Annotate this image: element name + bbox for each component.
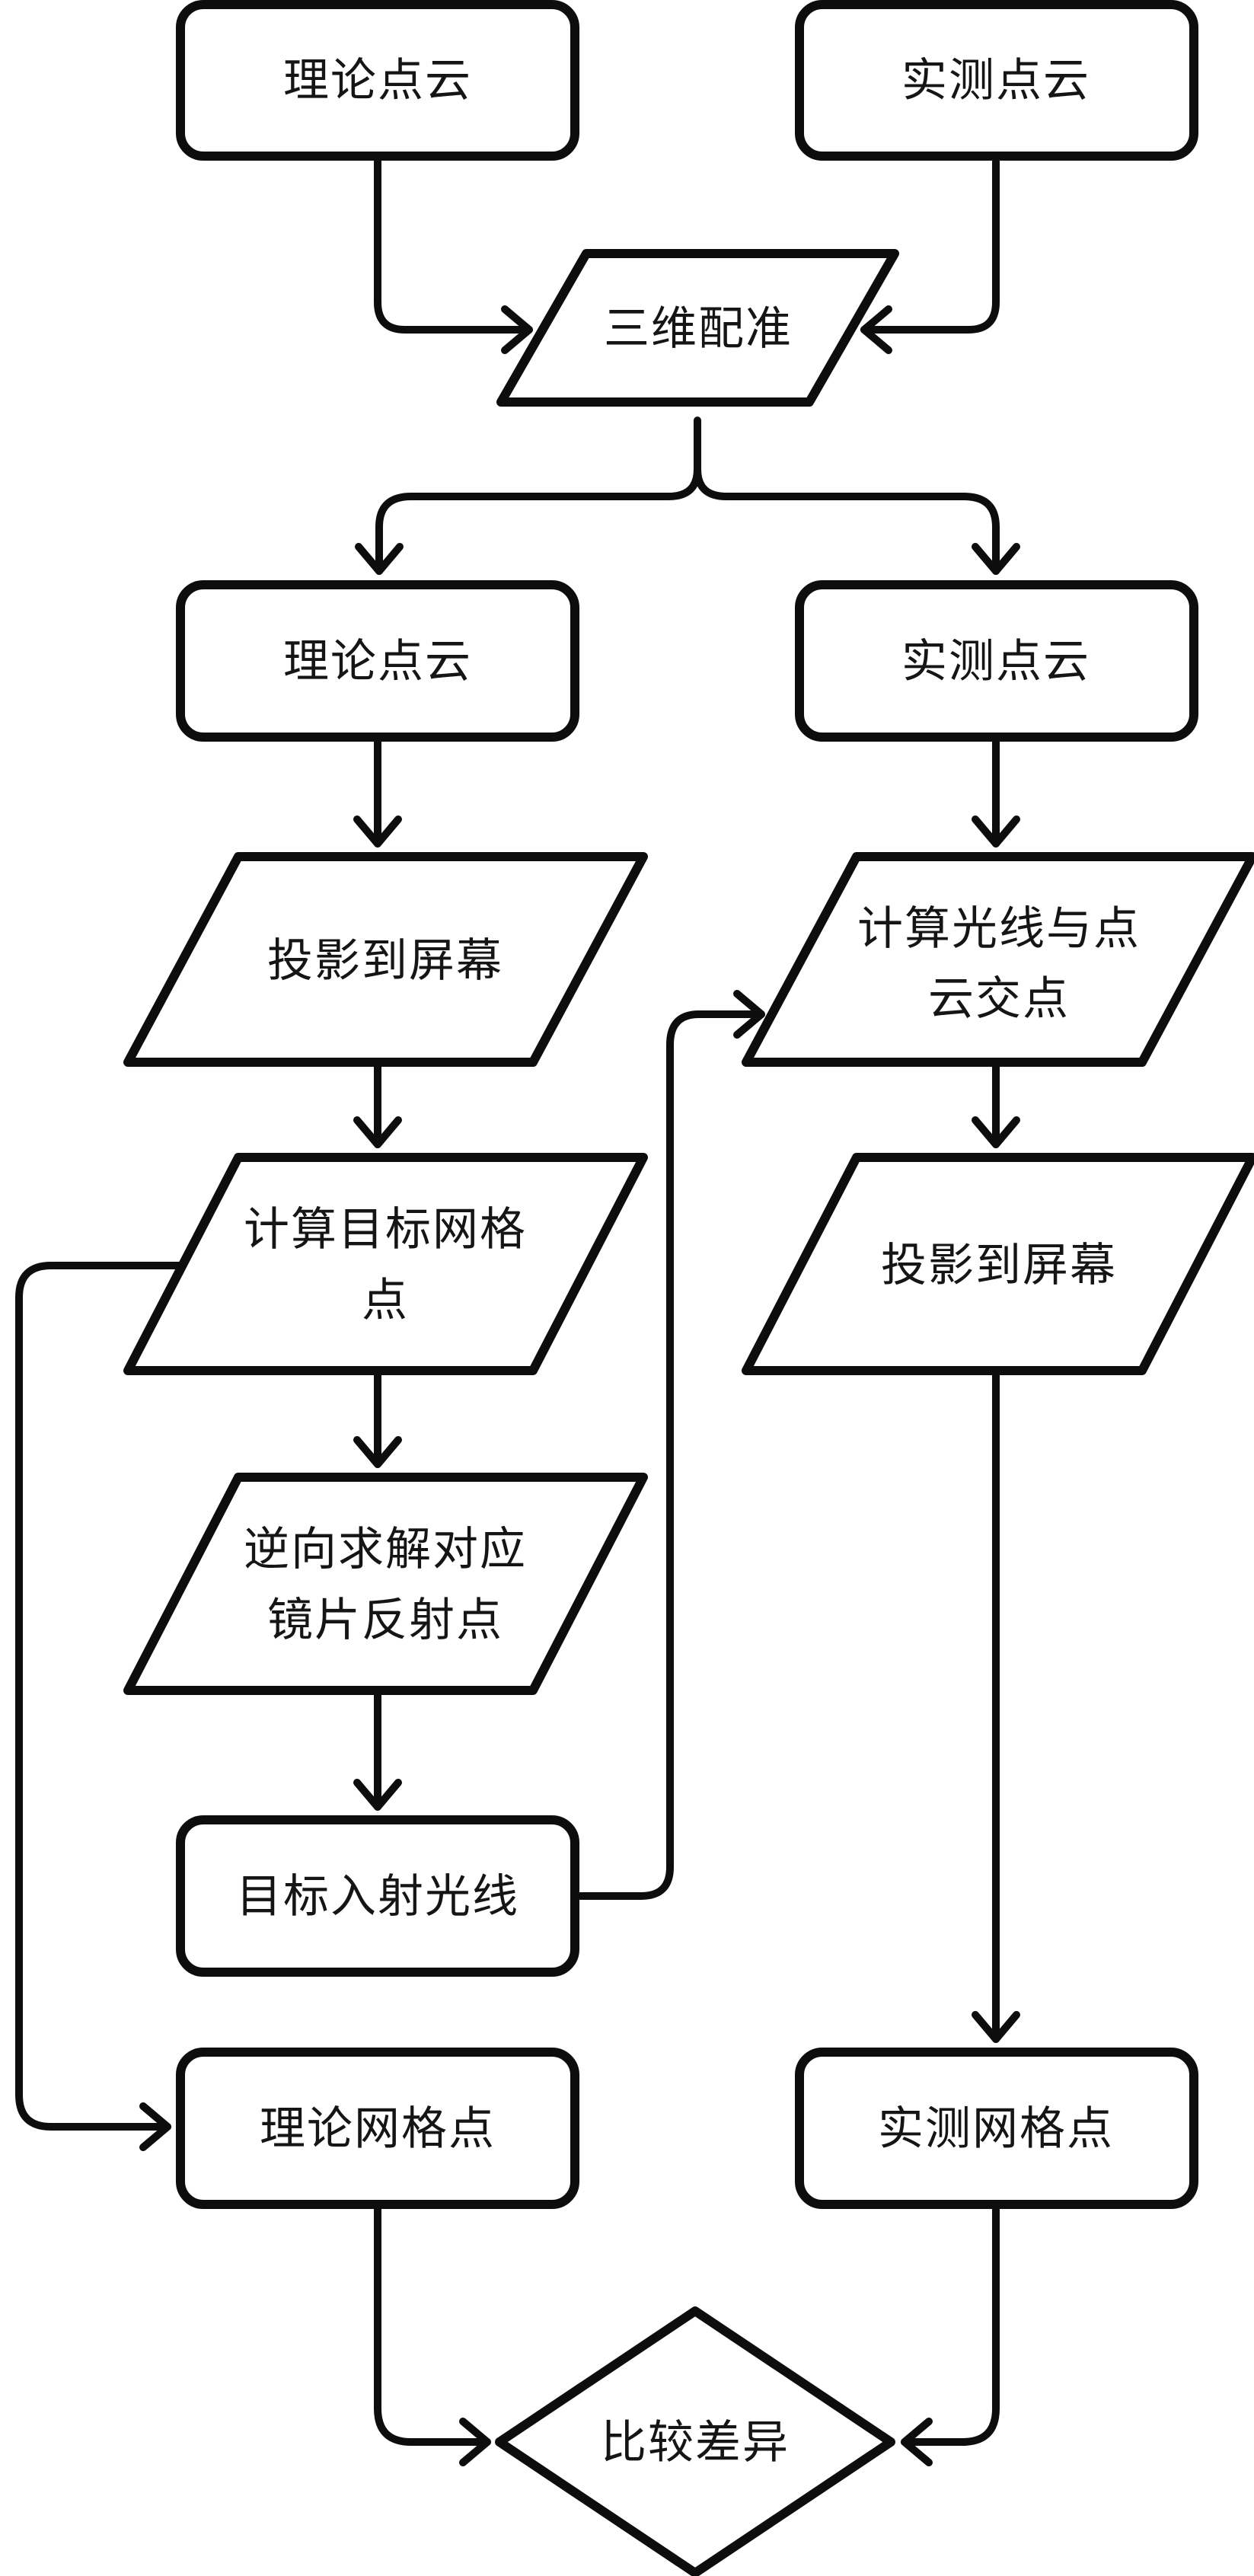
theory-point-cloud-mid-label: 理论点云 — [283, 636, 472, 687]
node-target-incident-ray: 目标入射光线 — [176, 1815, 579, 1977]
measured-point-cloud-mid-label: 实测点云 — [901, 636, 1090, 687]
ray-cloud-intersection-label-line2: 云交点 — [928, 973, 1070, 1024]
theory-point-cloud-top-label: 理论点云 — [283, 55, 472, 106]
edge-registration-to-theory-mid — [355, 465, 701, 575]
node-measured-grid-points: 实测网格点 — [795, 2048, 1198, 2209]
theory-grid-points-label: 理论网格点 — [260, 2103, 496, 2154]
edge-registration-to-measured-mid — [694, 465, 1020, 575]
node-ray-cloud-intersection: 计算光线与点 云交点 — [742, 852, 1254, 1067]
measured-point-cloud-mid-shape — [795, 580, 1198, 742]
node-theory-grid-points: 理论网格点 — [176, 2048, 579, 2209]
node-theory-point-cloud-top: 理论点云 — [176, 0, 579, 161]
target-incident-ray-shape — [176, 1815, 579, 1977]
node-project-to-screen-left: 投影到屏幕 — [123, 852, 648, 1067]
project-to-screen-left-shape — [123, 852, 648, 1067]
project-to-screen-right-shape — [742, 1153, 1254, 1375]
project-to-screen-right-label: 投影到屏幕 — [881, 1240, 1117, 1291]
node-measured-point-cloud-mid: 实测点云 — [795, 580, 1198, 742]
inverse-solve-reflection-label-line1: 逆向求解对应 — [244, 1524, 527, 1575]
node-inverse-solve-reflection: 逆向求解对应 镜片反射点 — [123, 1473, 648, 1695]
node-theory-point-cloud-mid: 理论点云 — [176, 580, 579, 742]
target-grid-points-shape — [123, 1153, 648, 1375]
measured-point-cloud-top-shape — [795, 0, 1198, 161]
edge-grid-measured-to-compare — [901, 2201, 1000, 2466]
measured-point-cloud-top-label: 实测点云 — [901, 55, 1090, 106]
compare-difference-label: 比较差异 — [601, 2417, 790, 2468]
3d-registration-shape — [496, 249, 899, 407]
edge-grid-theory-to-compare — [374, 2201, 491, 2466]
node-3d-registration: 三维配准 — [496, 249, 899, 407]
measured-grid-points-shape — [795, 2048, 1198, 2209]
measured-grid-points-label: 实测网格点 — [878, 2103, 1114, 2154]
theory-point-cloud-top-shape — [176, 0, 579, 161]
theory-grid-points-shape — [176, 2048, 579, 2209]
edge-target-grid-to-grid-theory — [15, 1262, 187, 2151]
3d-registration-label: 三维配准 — [604, 303, 793, 354]
inverse-solve-reflection-shape — [123, 1473, 648, 1695]
target-grid-points-label-line1: 计算目标网格 — [244, 1204, 527, 1255]
edge-theory-top-to-registration — [374, 152, 533, 354]
compare-difference-shape — [495, 2306, 895, 2576]
ray-cloud-intersection-label-line1: 计算光线与点 — [857, 903, 1141, 954]
node-compare-difference: 比较差异 — [495, 2306, 895, 2576]
edge-incident-ray-to-ray-intersect — [571, 990, 765, 1900]
theory-point-cloud-mid-shape — [176, 580, 579, 742]
target-grid-points-label-line2: 点 — [362, 1275, 409, 1326]
node-project-to-screen-right: 投影到屏幕 — [742, 1153, 1254, 1375]
target-incident-ray-label: 目标入射光线 — [236, 1871, 519, 1922]
node-target-grid-points: 计算目标网格 点 — [123, 1153, 648, 1375]
ray-cloud-intersection-shape — [742, 852, 1254, 1067]
node-measured-point-cloud-top: 实测点云 — [795, 0, 1198, 161]
project-to-screen-left-label: 投影到屏幕 — [267, 935, 503, 986]
edge-measured-top-to-registration — [860, 152, 1000, 354]
inverse-solve-reflection-label-line2: 镜片反射点 — [267, 1594, 503, 1646]
